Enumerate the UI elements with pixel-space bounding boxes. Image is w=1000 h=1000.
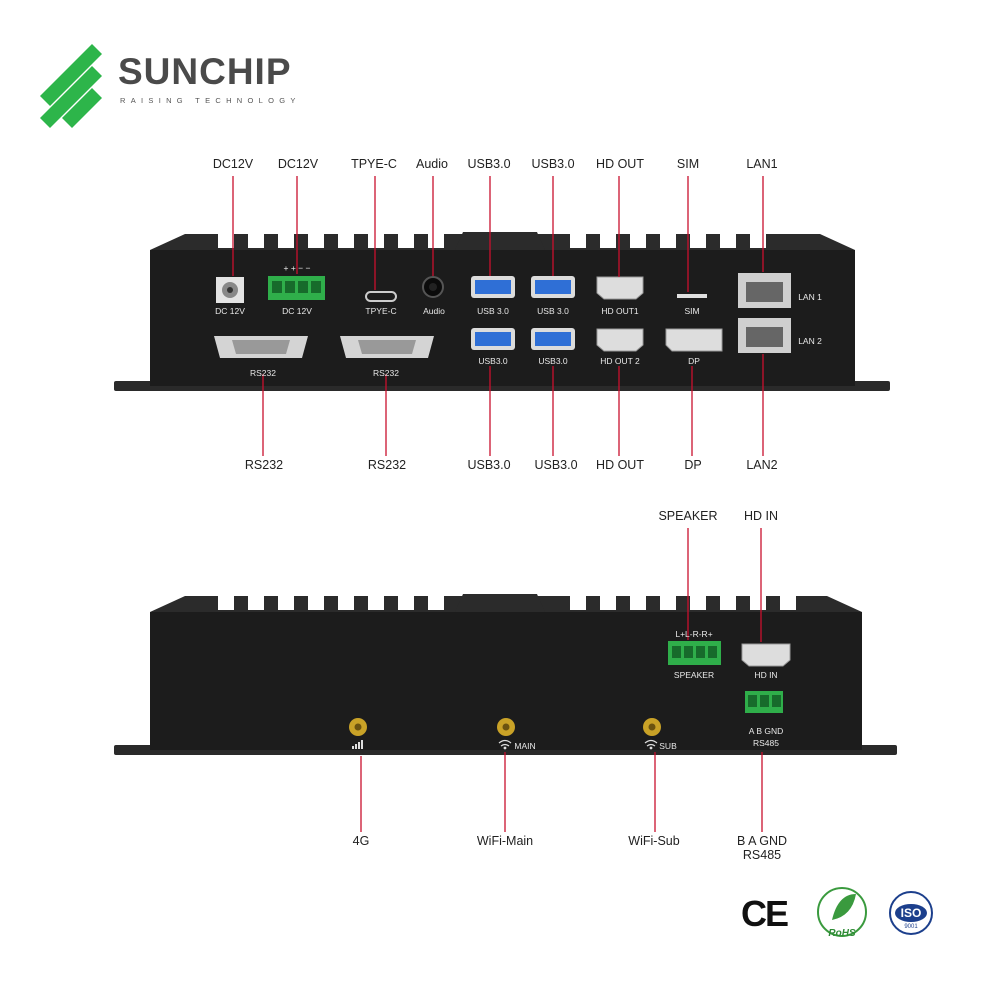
panel-rs232-1: RS232 <box>250 368 276 378</box>
hdmi-port-1 <box>596 276 644 300</box>
brand-name: SUNCHIP <box>118 51 292 92</box>
panel-rs485-pins: A B GND <box>748 726 784 736</box>
hdmi-port-2 <box>596 328 644 352</box>
front-callout-lines <box>232 176 764 456</box>
ce-mark: CE <box>741 893 789 934</box>
displayport <box>665 328 723 352</box>
panel-typec: TPYE-C <box>365 306 397 316</box>
lan-port-2 <box>738 318 791 353</box>
label-sim: SIM <box>676 157 700 171</box>
signal-bars-icon <box>352 740 363 749</box>
panel-lan2: LAN 2 <box>798 336 822 346</box>
label-speaker: SPEAKER <box>658 509 718 523</box>
rohs-icon <box>817 887 867 937</box>
panel-rs485: RS485 <box>753 738 779 748</box>
dc-jack-port <box>216 277 244 303</box>
antenna-wifi-main-connector <box>497 718 515 736</box>
panel-speaker: SPEAKER <box>673 670 715 680</box>
panel-wifi-main: MAIN <box>514 741 536 751</box>
label-hd-in: HD IN <box>743 509 779 523</box>
label-wifi-main: WiFi-Main <box>476 834 534 848</box>
panel-hd-out2: HD OUT 2 <box>600 356 640 366</box>
label-wifi-sub: WiFi-Sub <box>628 834 680 848</box>
label-dp: DP <box>684 458 702 472</box>
panel-usb-bottom-1: USB3.0 <box>478 356 508 366</box>
usb-port-top-1 <box>471 276 515 298</box>
panel-hd-out1: HD OUT1 <box>601 306 639 316</box>
label-rs232-1: RS232 <box>244 458 284 472</box>
usb-port-bottom-1 <box>471 328 515 350</box>
label-lan2: LAN2 <box>746 458 778 472</box>
label-hd-out-top: HD OUT <box>596 157 644 171</box>
speaker-terminal-block <box>668 641 721 665</box>
antenna-wifi-sub-connector <box>643 718 661 736</box>
panel-speaker-signs: L+L-R-R+ <box>675 629 713 639</box>
label-usb-top-2: USB3.0 <box>531 157 575 171</box>
iso-number: 9001 <box>904 924 918 930</box>
label-dc12v-2: DC12V <box>277 157 319 171</box>
wifi-main-icon <box>498 739 512 750</box>
label-rs485-pins: B A GND <box>736 834 788 848</box>
panel-dp: DP <box>688 356 700 366</box>
label-typec: TPYE-C <box>351 157 397 171</box>
label-audio: Audio <box>416 157 448 171</box>
sim-slot <box>677 294 707 298</box>
panel-dc-jack: DC 12V <box>215 306 245 316</box>
panel-terminal-signs: + + − − <box>283 263 311 273</box>
dc-terminal-block <box>268 276 325 300</box>
rs232-port-2 <box>340 336 434 358</box>
panel-audio: Audio <box>423 306 445 316</box>
panel-usb-top-1: USB 3.0 <box>477 306 509 316</box>
panel-lan1: LAN 1 <box>798 292 822 302</box>
typec-port <box>365 291 397 302</box>
panel-sim: SIM <box>684 306 700 316</box>
label-hd-out-bottom: HD OUT <box>596 458 644 472</box>
rs485-terminal-block <box>745 691 783 713</box>
brand-tagline: RAISING TECHNOLOGY <box>120 96 301 105</box>
label-rs232-2: RS232 <box>367 458 407 472</box>
back-callout-lines <box>360 528 763 832</box>
label-lan1: LAN1 <box>746 157 778 171</box>
label-usb-bottom-2: USB3.0 <box>534 458 578 472</box>
panel-dc-terminal: DC 12V <box>282 306 312 316</box>
audio-jack <box>422 276 444 298</box>
label-dc12v-1: DC12V <box>212 157 254 171</box>
antenna-4g-connector <box>349 718 367 736</box>
panel-wifi-sub: SUB <box>659 741 677 751</box>
lan-port-1 <box>738 273 791 308</box>
label-4g: 4G <box>352 834 370 848</box>
hdmi-in-port <box>741 643 791 667</box>
wifi-sub-icon <box>644 739 658 750</box>
iso-icon <box>889 891 933 935</box>
panel-usb-bottom-2: USB3.0 <box>538 356 568 366</box>
label-rs485: RS485 <box>742 848 782 862</box>
front-panel-device <box>114 232 890 391</box>
sunchip-logo-icon <box>40 44 102 128</box>
rs232-port-1 <box>214 336 308 358</box>
label-usb-top-1: USB3.0 <box>467 157 511 171</box>
back-panel-device <box>114 594 897 755</box>
panel-rs232-2: RS232 <box>373 368 399 378</box>
iso-label: ISO <box>900 906 922 920</box>
label-usb-bottom-1: USB3.0 <box>467 458 511 472</box>
usb-port-bottom-2 <box>531 328 575 350</box>
usb-port-top-2 <box>531 276 575 298</box>
panel-usb-top-2: USB 3.0 <box>537 306 569 316</box>
rohs-label: RoHS <box>828 928 856 939</box>
panel-hd-in: HD IN <box>754 670 778 680</box>
